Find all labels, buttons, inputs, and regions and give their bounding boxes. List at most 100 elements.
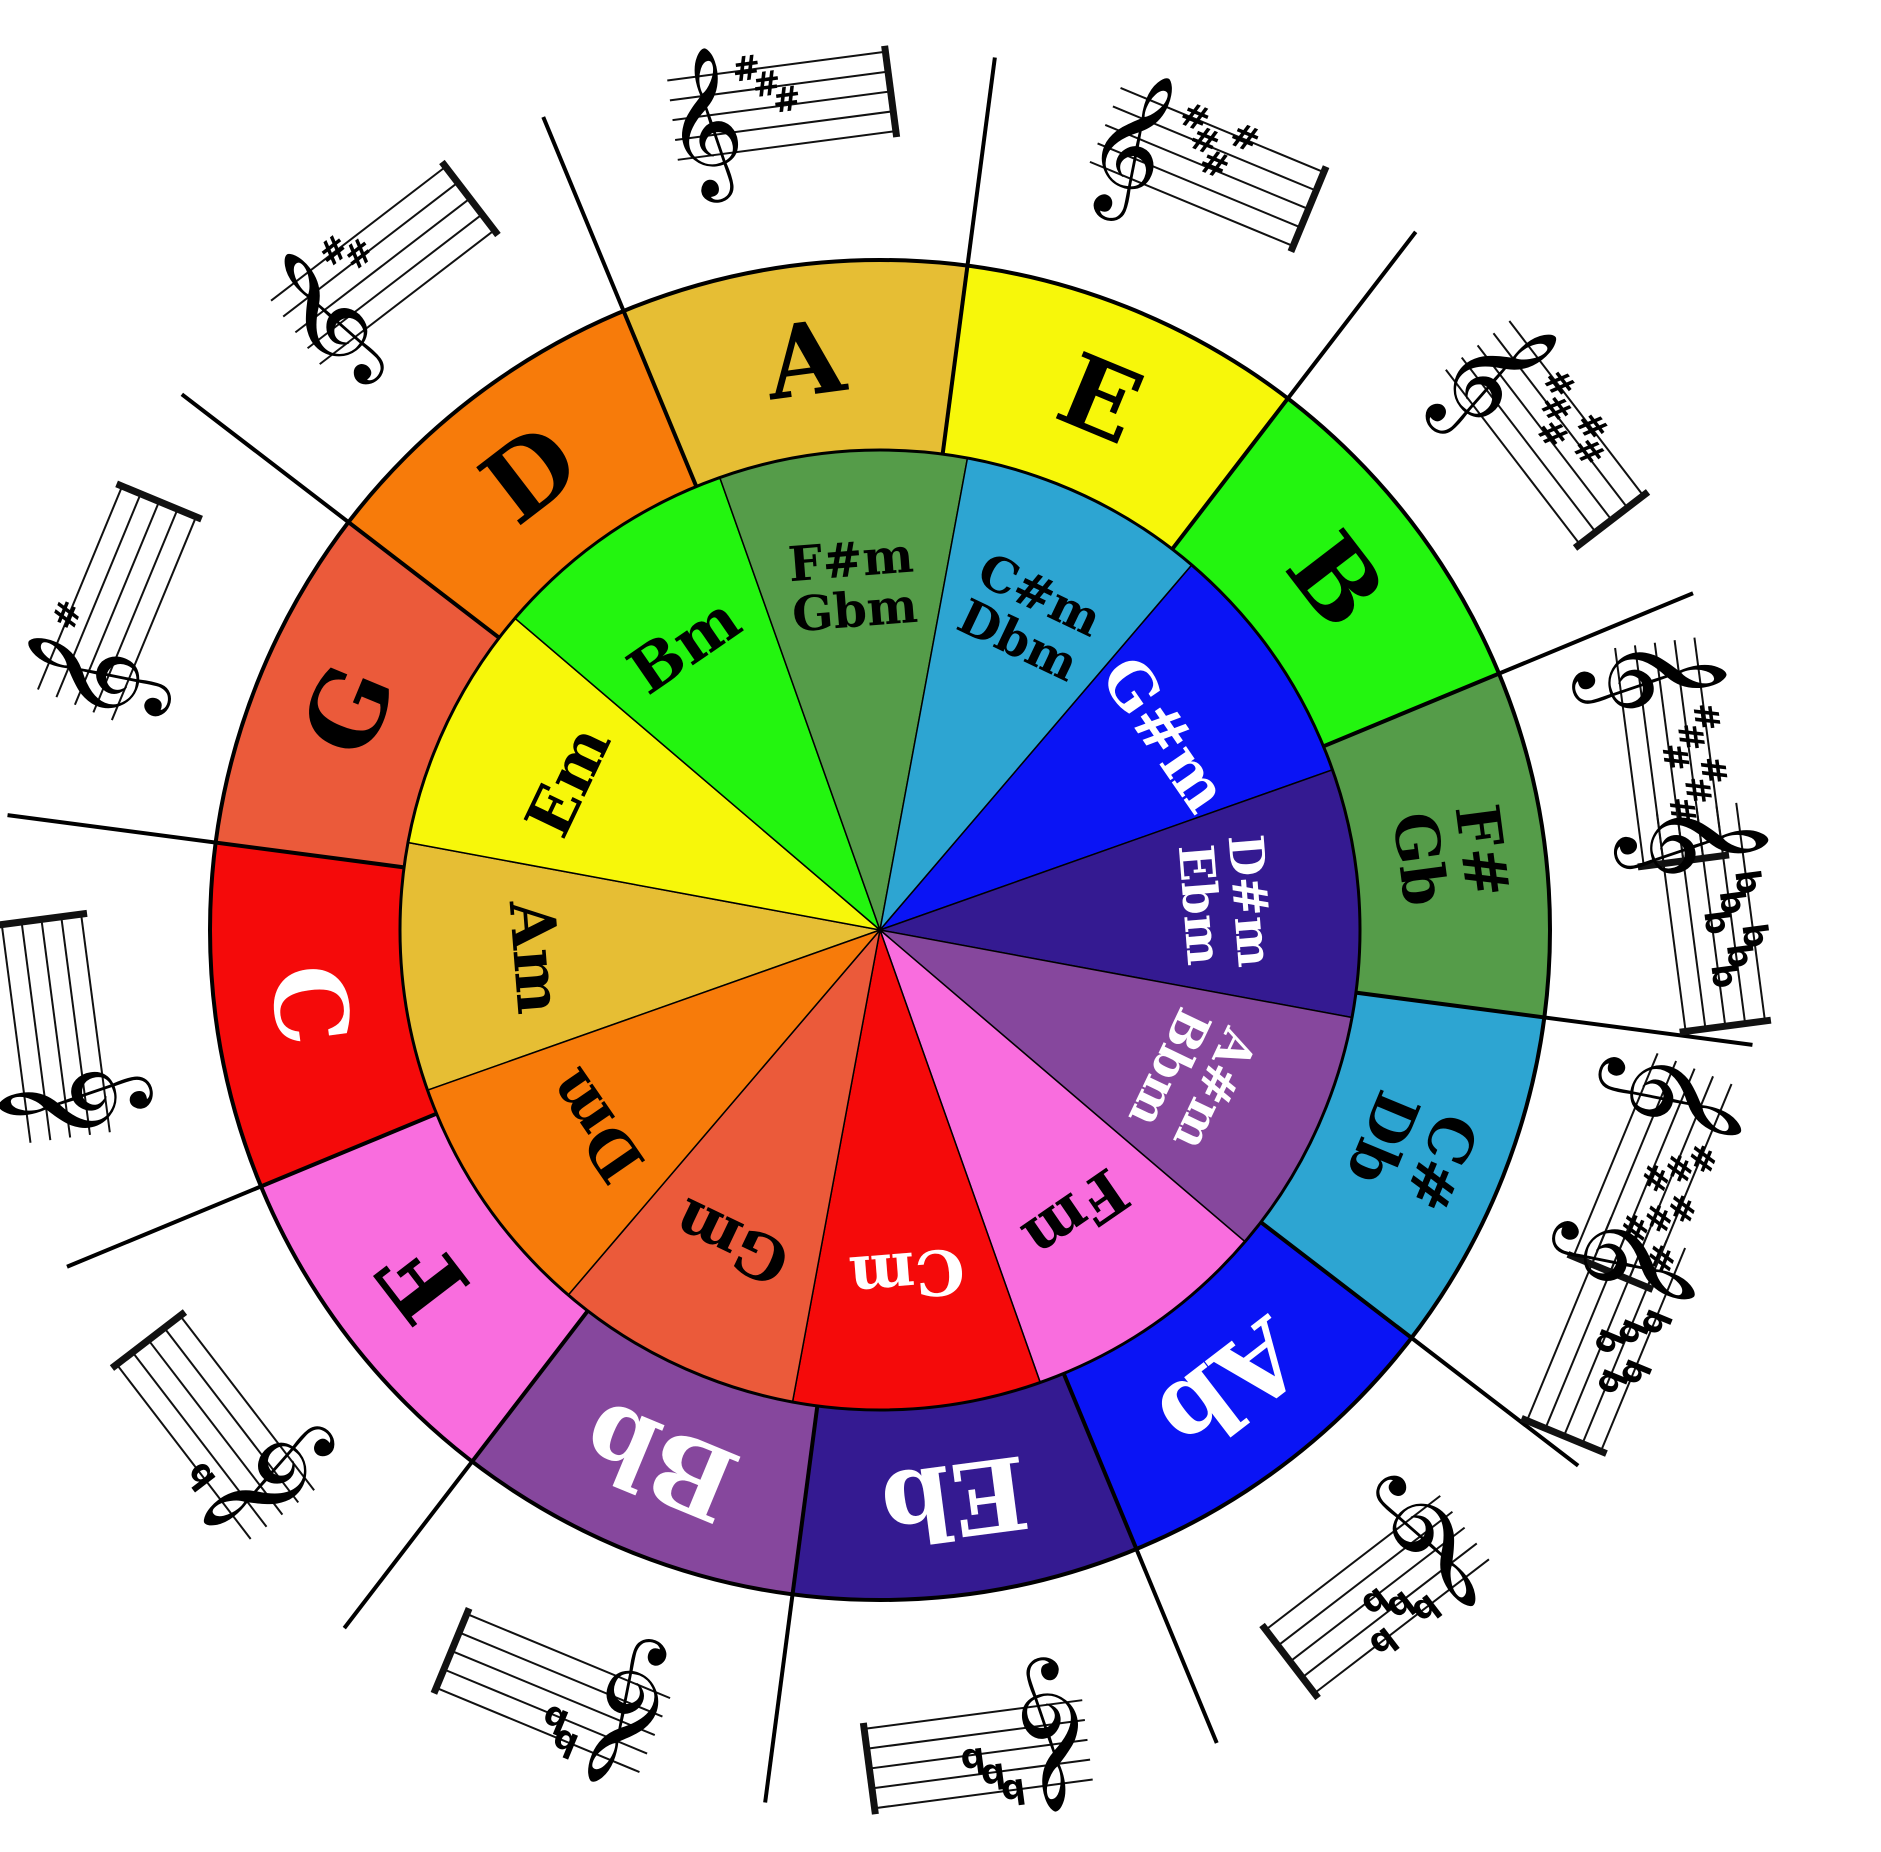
staff-line [1445,369,1581,545]
divider-lines [7,57,1753,1803]
staff-line [319,229,495,365]
staff-line [458,1631,663,1718]
staff-barline [881,45,901,138]
staff-line [1563,1232,1650,1437]
divider-line [66,1111,438,1269]
staff-barline [0,909,88,929]
staff-line [147,1339,284,1516]
flat-icon: b [1718,941,1761,970]
sharp-icon: # [1653,740,1696,773]
staff-line [0,924,32,1143]
staff-line [435,1686,640,1773]
staff-line [115,1363,252,1540]
staff-line [37,485,124,690]
divider-line [1061,1372,1219,1744]
staff-line [55,493,142,698]
treble-clef-icon: 𝄞 [564,1628,696,1804]
staff-line [60,916,91,1136]
divider-line [1170,230,1418,551]
staff-line [131,1351,268,1528]
staff-line [73,501,161,706]
staff-b: 𝄞##### [1403,295,1651,551]
staff-line [443,1668,648,1755]
staff-line [1097,142,1302,229]
staff-line [1301,1542,1478,1679]
inner-ring-border [398,448,1362,1412]
staff-line [270,165,447,302]
treble-clef-icon: 𝄞 [0,1058,158,1155]
staff-barline [1259,1622,1321,1701]
sector-layer [208,258,1552,1602]
staff-line [110,516,197,721]
staff-line [871,1758,1091,1790]
staff-barline [439,159,501,238]
staff-line [1735,802,1766,1022]
divider-line [1355,990,1753,1047]
staff-line [874,1778,1093,1810]
flat-icon: b [1354,1579,1398,1626]
treble-clef-icon: 𝄞 [6,614,182,746]
staff-line [1313,1558,1490,1695]
divider-line [180,392,501,640]
staff-bb: 𝄞bb [430,1607,696,1804]
staff-barline [1287,165,1330,253]
staff-line [667,50,886,82]
minor-label-dsharpm-text: Ebm [1167,842,1232,967]
major-label-a: A [758,296,853,423]
staff-line [92,508,179,713]
treble-clef-icon: 𝄞 [1064,56,1196,232]
staff-barline [1572,489,1651,551]
staff-fsharp-sharps: 𝄞###### [1566,625,1735,871]
sharp-icon: # [1676,774,1719,807]
sharp-icon: # [770,78,803,121]
staff-line [1277,1510,1454,1647]
minor-label-cm-text: Cm [847,1234,967,1316]
major-label-fsharp-text: F# [1441,800,1523,901]
minor-label-am-text: Am [495,897,577,1017]
staff-line [864,1699,1083,1730]
flat-icon: b [999,1770,1028,1813]
staff-line [1572,1052,1659,1257]
major-label-eb: Eb [875,1432,1035,1568]
minor-label-fsharpm-text: F#m [786,528,915,594]
staff-a: 𝄞### [655,41,901,208]
divider-line [763,1405,820,1803]
divider-line [342,1309,590,1630]
staff-e: 𝄞#### [1064,56,1330,253]
staff-line [1526,1217,1613,1422]
sharp-icon: # [750,63,783,106]
major-label-a-text: A [758,296,853,423]
staff-line [163,1327,300,1504]
staff-line [466,1613,671,1700]
divider-line [1259,1220,1580,1468]
staff-line [1476,344,1613,521]
staff-line [866,1719,1086,1750]
staff-line [294,197,471,334]
staff-eb: 𝄞bbb [859,1652,1105,1819]
staff-line [40,919,72,1138]
major-label-fsharp-text: Gb [1378,808,1460,910]
staff-line [282,181,459,318]
staff-line [1599,1247,1687,1452]
staff-line [451,1649,656,1737]
staff-line [1265,1495,1441,1631]
staff-barline [109,1309,188,1371]
staff-line [179,1315,315,1491]
staff-line [1104,123,1309,211]
staff-line [1120,87,1325,174]
sharp-icon: # [1669,720,1712,753]
staff-barline [1679,1016,1772,1036]
sharp-icon: # [1684,700,1727,733]
staff-line [20,921,52,1141]
staff-line [669,70,889,102]
flat-icon: b [1726,867,1769,896]
treble-clef-icon: 𝄞 [1587,1027,1763,1159]
staff-line [677,130,896,161]
flat-icon: b [1733,921,1776,950]
staff-line [1112,105,1317,192]
